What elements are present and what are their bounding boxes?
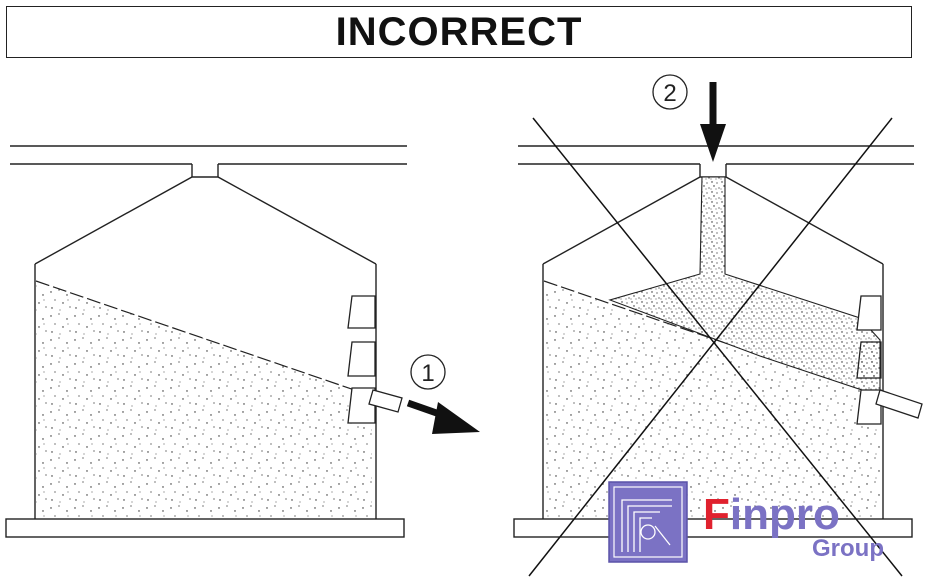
right-spout [875,389,923,419]
brand-name: Finpro [703,490,840,539]
left-spout [368,389,403,413]
right-fill-arrow [700,82,726,162]
marker-1-circle [410,354,446,390]
title-box: INCORRECT [6,6,912,58]
finpro-logo: Finpro Group [608,481,884,563]
incorrect-cross [528,117,903,577]
marker-1-label: 1 [421,360,434,387]
left-hatches [347,295,376,424]
right-hatches [856,295,882,425]
left-grain [36,281,372,518]
finpro-logo-icon [608,481,688,563]
page-title: INCORRECT [335,9,583,54]
brand-name-first-letter: F [703,490,730,539]
marker-2-circle [652,74,688,110]
marker-2-label: 2 [663,80,676,107]
brand-name-rest: inpro [730,490,840,539]
left-silo [5,145,407,538]
left-discharge-arrow [406,399,480,434]
brand-subtitle: Group [812,535,884,562]
left-grain-surface [35,280,373,397]
right-lower-grain [544,281,880,518]
